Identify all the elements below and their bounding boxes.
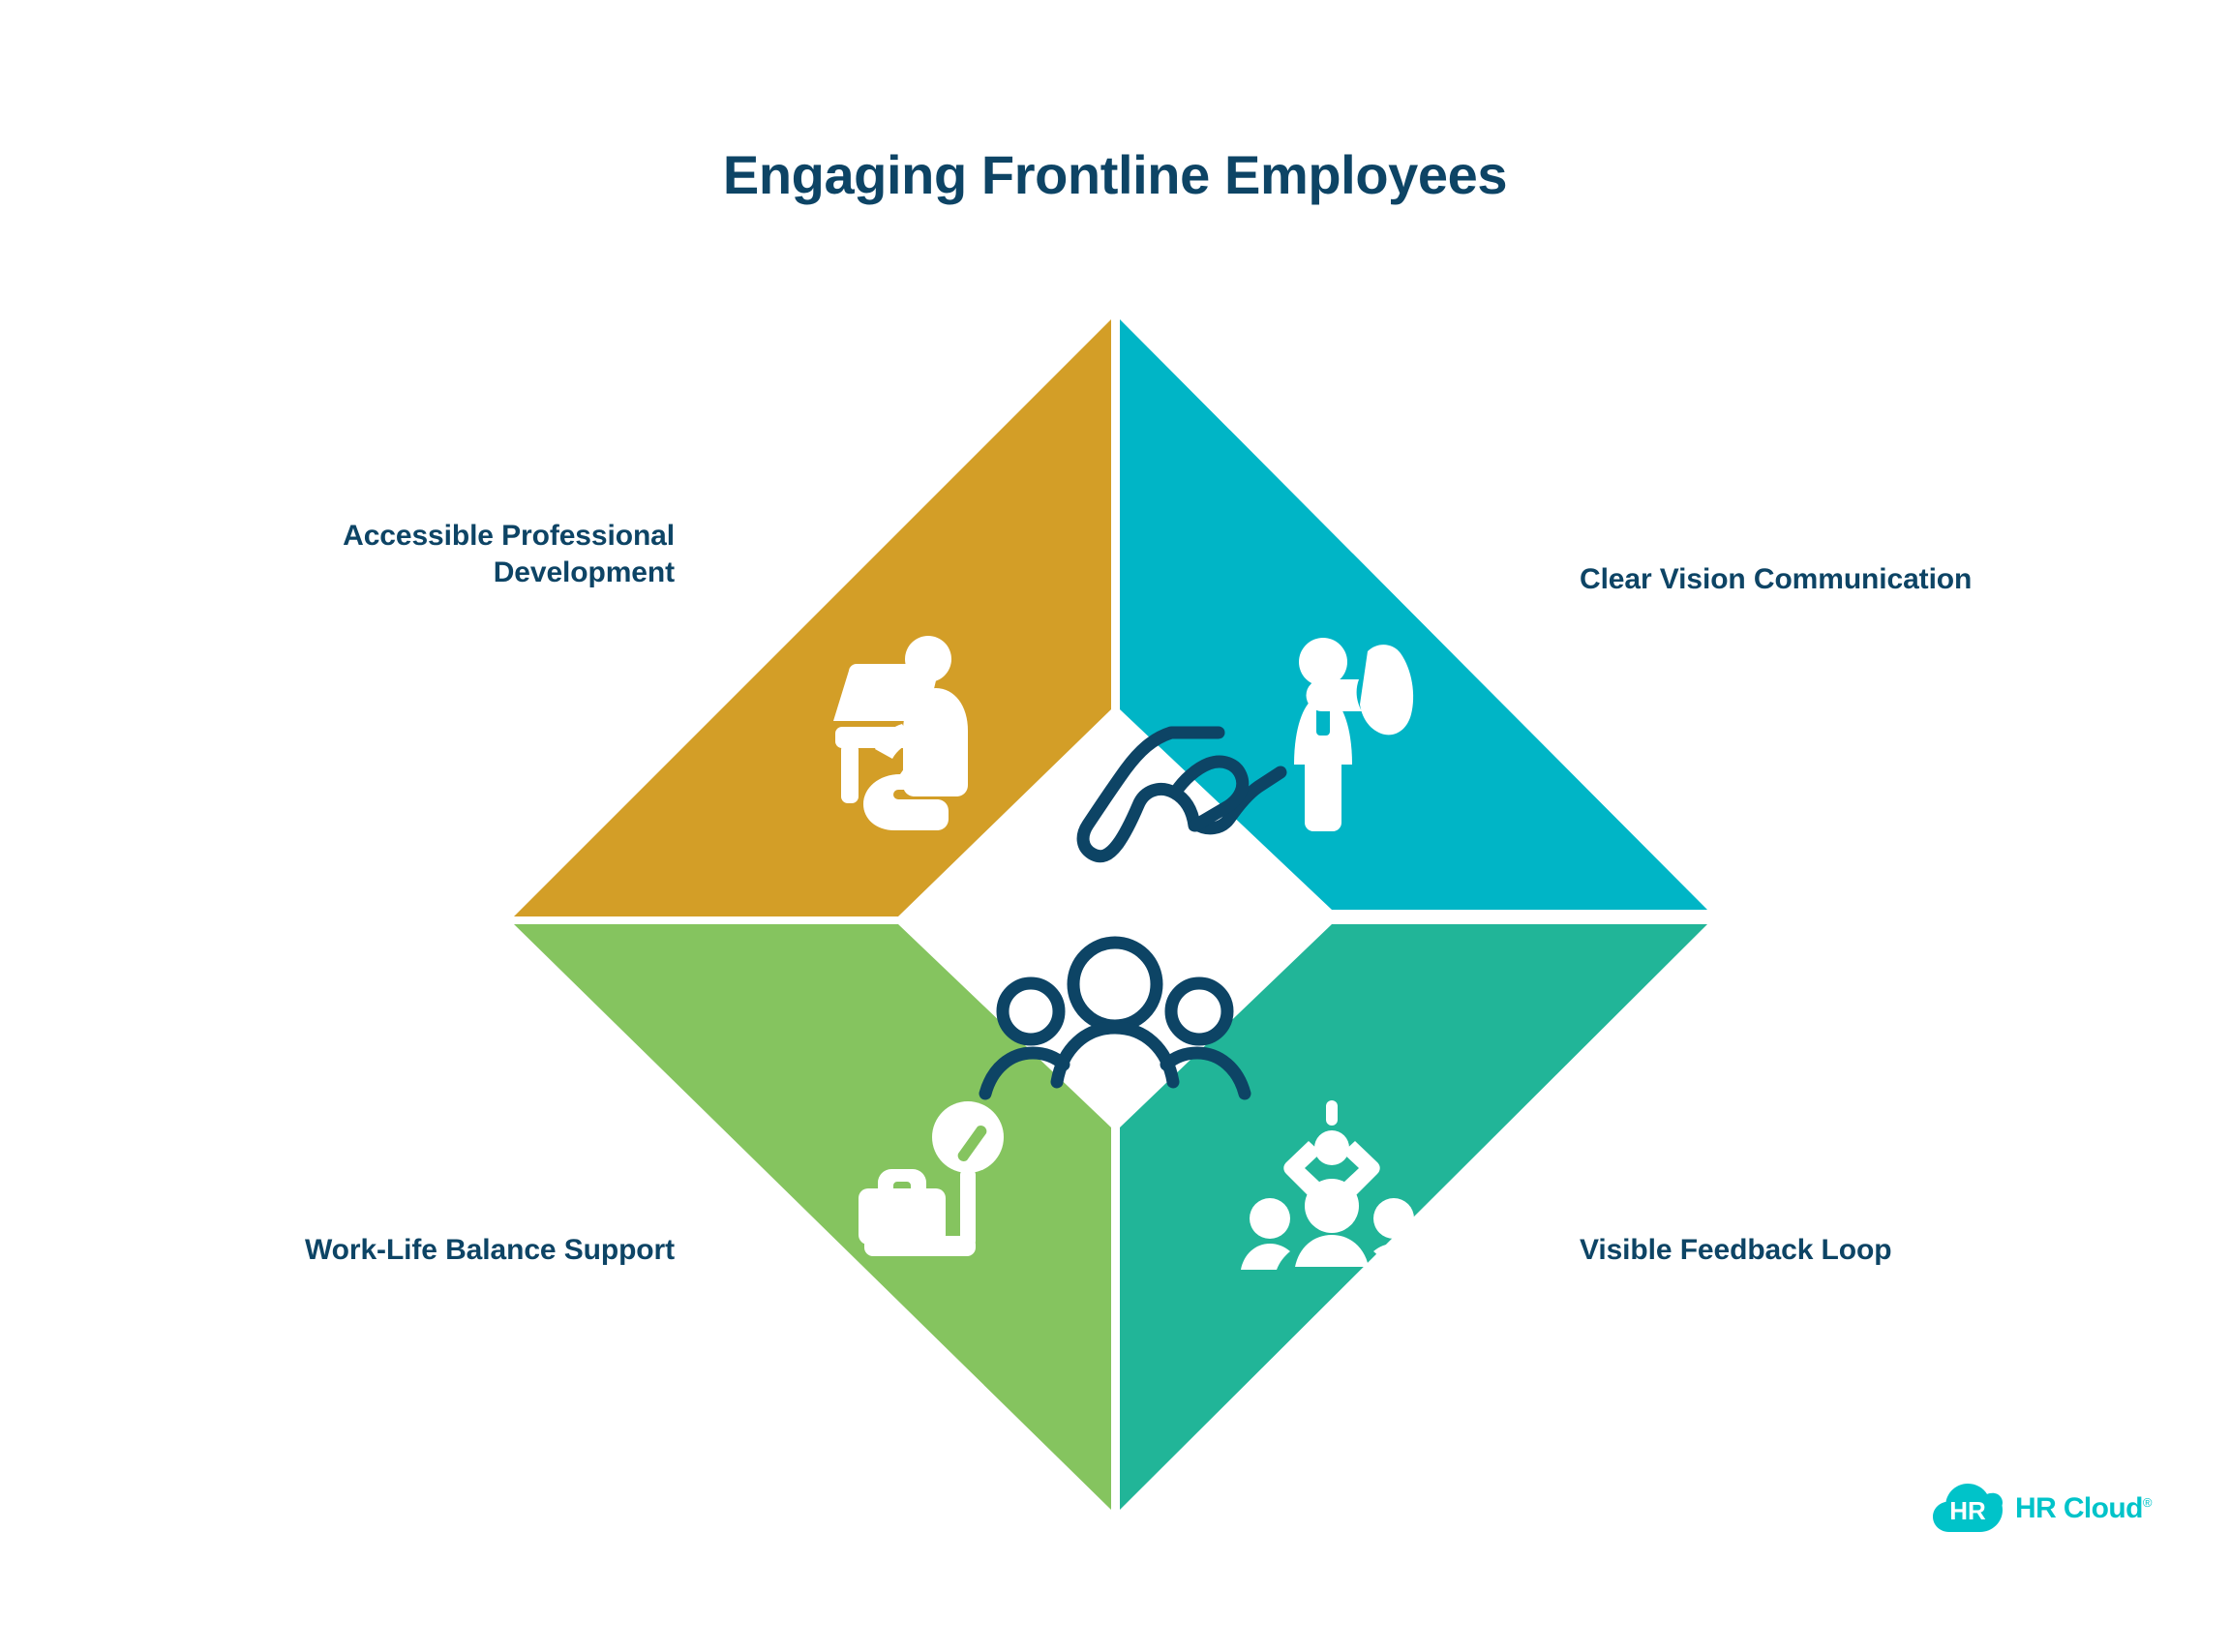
hands-protecting-group-icon: [979, 726, 1287, 1100]
quadrant-bottom-left[interactable]: [514, 924, 1111, 1510]
quadrant-label-bottom-left: Work-Life Balance Support: [305, 1234, 675, 1266]
person-at-desk-laptop-icon: [833, 636, 968, 830]
quadrant-label-bottom-right: Visible Feedback Loop: [1580, 1234, 1892, 1266]
registered-trademark-symbol: ®: [2142, 1495, 2153, 1510]
quadrant-top-left[interactable]: [514, 319, 1111, 916]
quadrant-label-top-left: Accessible Professional Development: [343, 520, 675, 589]
businessman-speech-bubble-icon: [1294, 638, 1414, 831]
quadrant-label-top-right: Clear Vision Communication: [1580, 563, 1973, 595]
hr-cloud-mark-text: HR: [1949, 1496, 1986, 1525]
hr-cloud-logo[interactable]: HR HR Cloud®: [1933, 1484, 2152, 1534]
hr-cloud-wordmark: HR Cloud®: [2015, 1492, 2152, 1525]
presenter-with-audience-icon: [1241, 1100, 1423, 1270]
hr-cloud-wordmark-text: HR Cloud: [2015, 1492, 2143, 1524]
page-title: Engaging Frontline Employees: [722, 144, 1508, 205]
briefcase-clock-scale-icon: [859, 1101, 1004, 1256]
hr-cloud-mark-icon: HR: [1933, 1484, 2003, 1532]
quadrant-top-right[interactable]: [1120, 319, 1707, 910]
